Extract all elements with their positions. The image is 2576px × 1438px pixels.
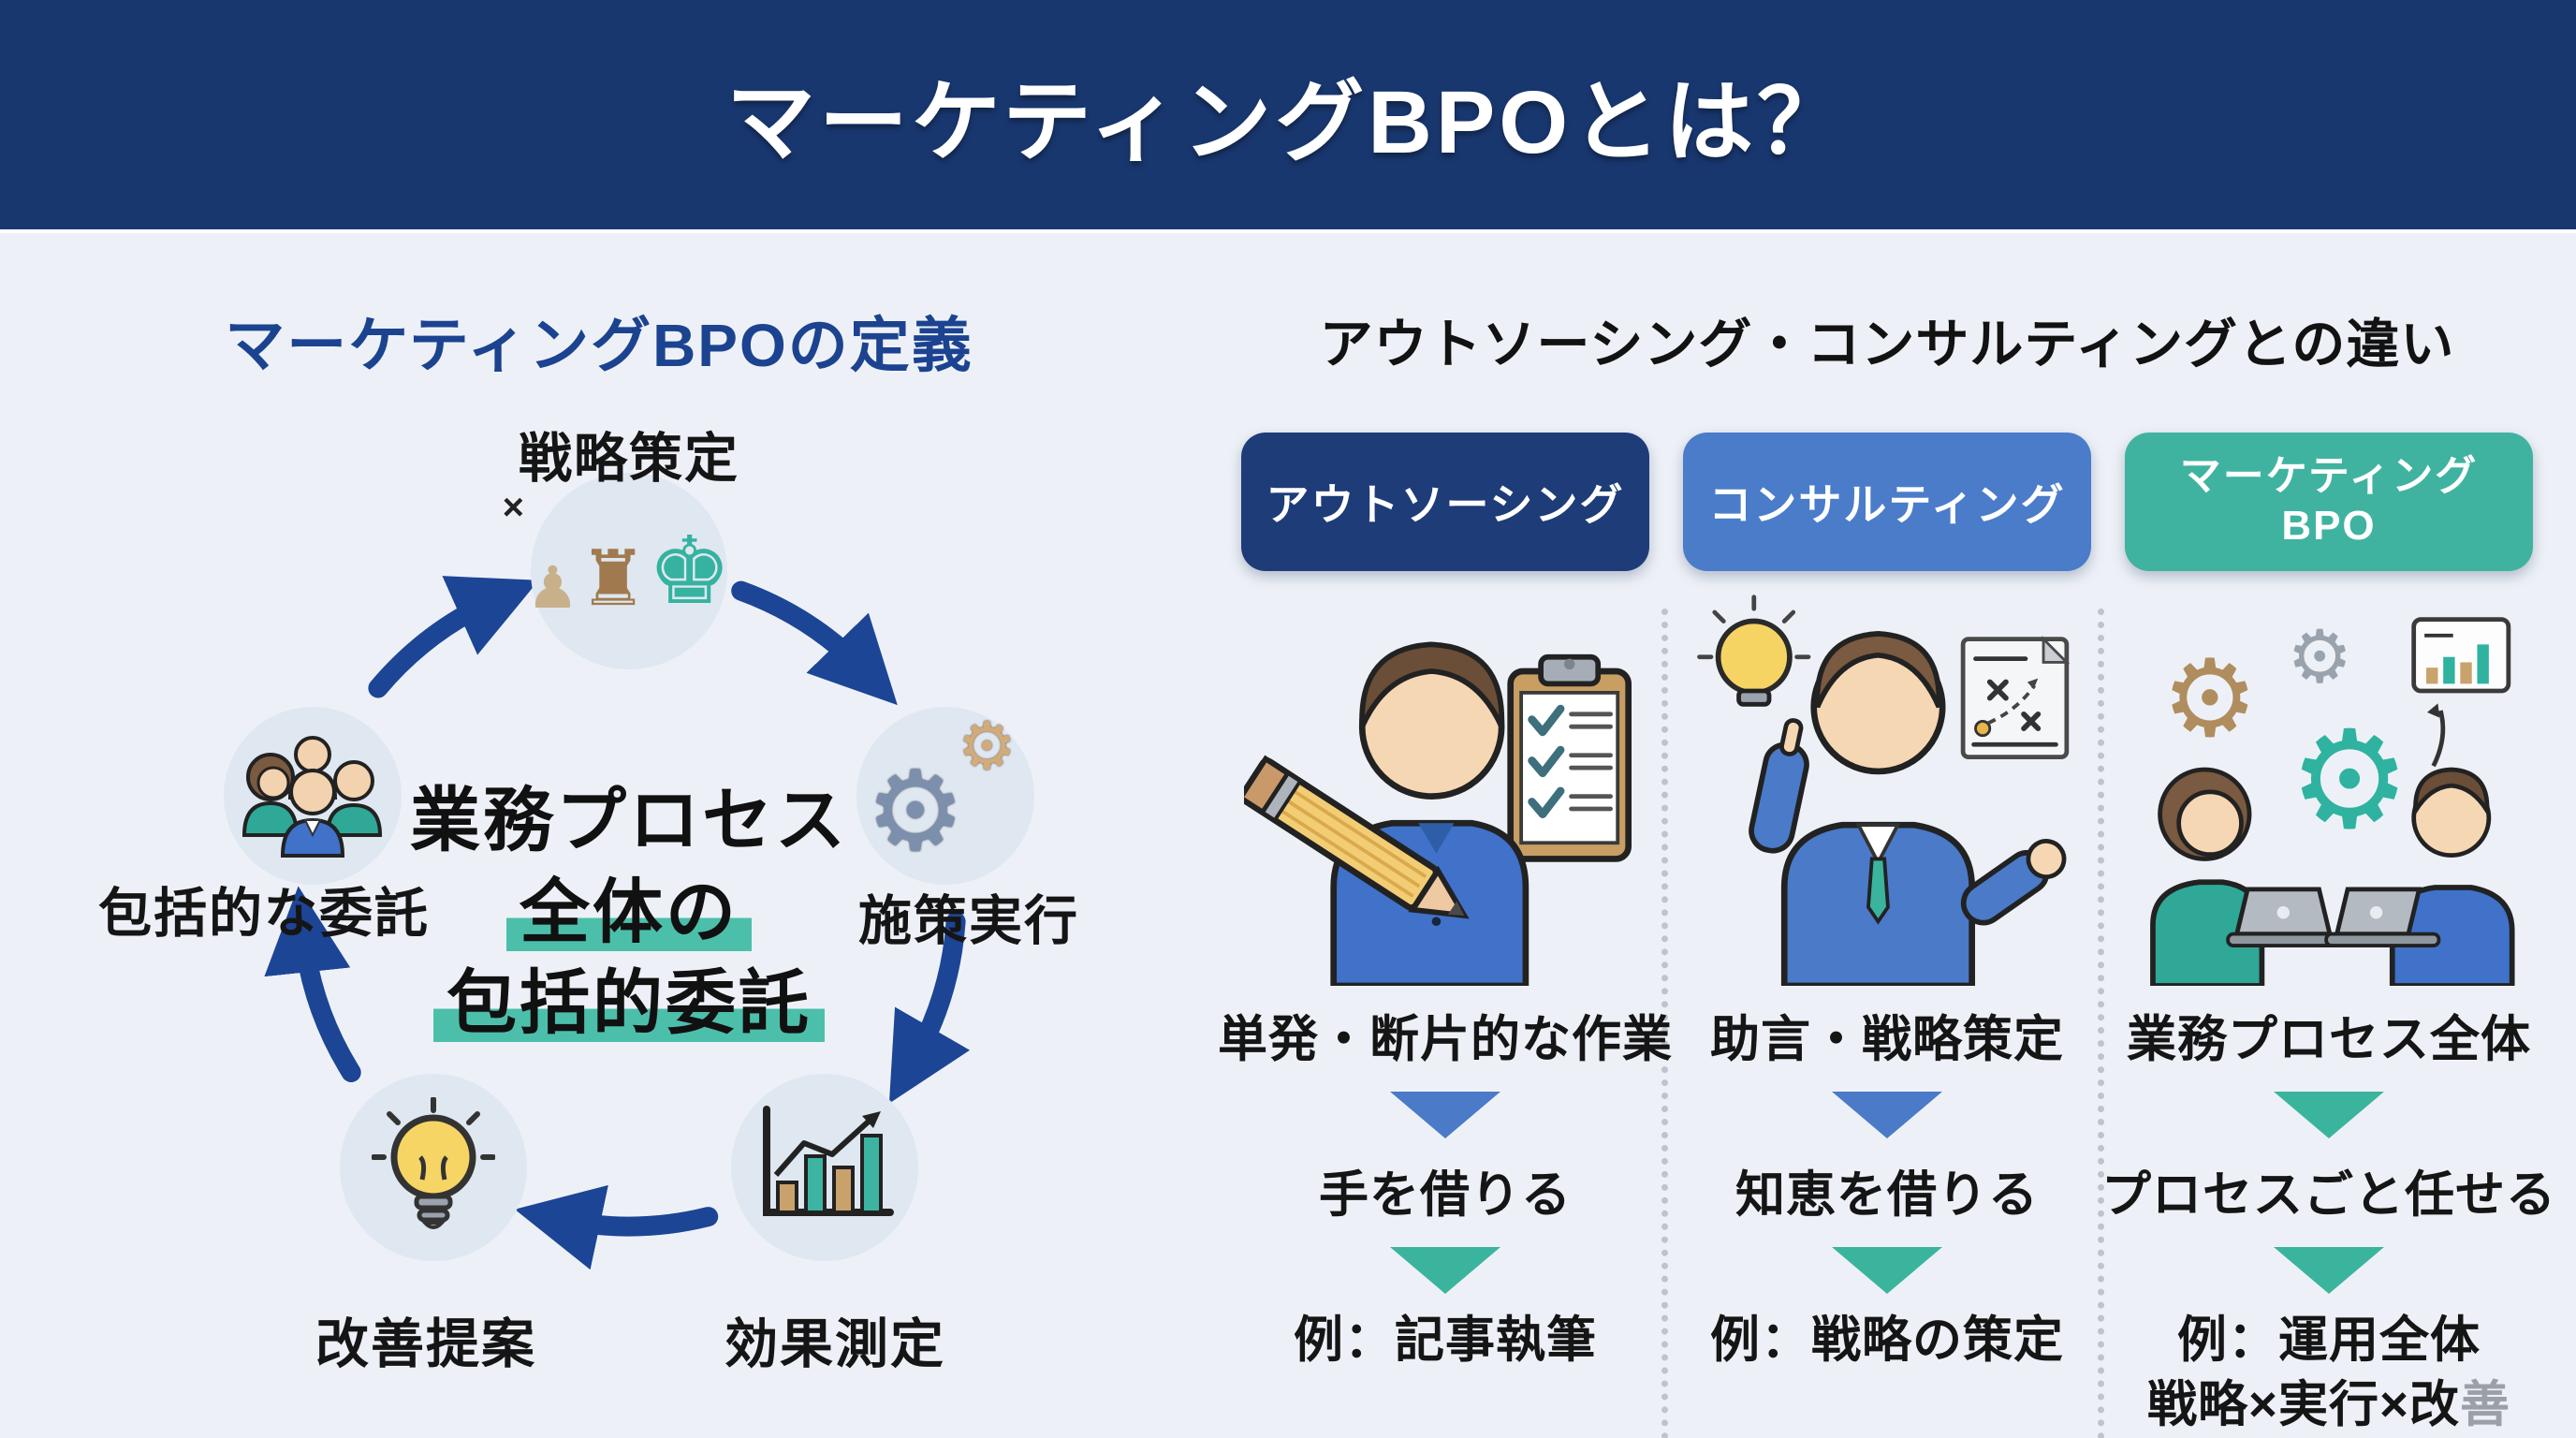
people-group-icon <box>242 736 383 858</box>
outsourcing-scope-text: 単発・断片的な作業 <box>1218 1012 1673 1067</box>
bpo-example-line-1: 例：運用全体 <box>2177 1313 2481 1368</box>
svg-text:⚙: ⚙ <box>2162 638 2259 762</box>
process-node-strategy: ×♟♜♚ <box>503 473 731 669</box>
team-gears-icon: ⚙ ⚙ ⚙ <box>2128 588 2530 990</box>
down-arrow-icon <box>1390 1092 1500 1138</box>
gears-icon: ⚙⚙ <box>866 710 1017 873</box>
center-line-3: 包括的委託 <box>301 958 957 1049</box>
bar-chart-icon <box>763 1106 894 1216</box>
column-divider-1 <box>1661 609 1668 1438</box>
cycle-arrows-icon <box>264 576 971 1270</box>
comparison-columns: アウトソーシング <box>1218 433 2555 1438</box>
bpo-example-line-2: 戦略×実行×改善 <box>2147 1376 2510 1432</box>
consulting-scope-text: 助言・戦略策定 <box>1710 1012 2064 1067</box>
node-label-improvement: 改善提案 <box>315 1314 536 1374</box>
bpo-example-text: 例：運用全体 戦略×実行×改善 <box>2147 1309 2510 1438</box>
down-arrow-icon <box>2274 1247 2384 1294</box>
outsourcing-header-pill: アウトソーシング <box>1241 433 1649 571</box>
outsourcing-example-text: 例：記事執筆 <box>1294 1313 1597 1368</box>
title-banner: マーケティングBPOとは？ <box>0 0 2576 233</box>
column-marketing-bpo: マーケティング BPO ⚙ ⚙ ⚙ <box>2101 433 2555 1438</box>
writer-clipboard-icon <box>1244 588 1647 990</box>
process-node-measurement <box>731 1074 918 1261</box>
bpo-header-pill: マーケティング BPO <box>2125 433 2533 571</box>
center-line-2: 全体の <box>301 867 957 959</box>
node-label-strategy: 戦略策定 <box>519 429 739 489</box>
down-arrow-icon <box>1832 1247 1942 1294</box>
down-arrow-icon <box>1832 1092 1942 1138</box>
column-outsourcing: アウトソーシング <box>1218 433 1672 1438</box>
page-title: マーケティングBPOとは？ <box>725 73 1851 172</box>
bpo-cycle-diagram: ×♟♜♚ ⚙⚙ <box>0 403 1217 1438</box>
bpo-scope-text: 業務プロセス全体 <box>2127 1012 2531 1067</box>
consulting-header-pill: コンサルティング <box>1683 433 2091 571</box>
down-arrow-icon <box>1390 1247 1500 1294</box>
consulting-example-text: 例：戦略の策定 <box>1710 1313 2064 1368</box>
node-label-execution: 施策実行 <box>858 891 1079 951</box>
chess-pieces-icon: ×♟♜♚ <box>502 487 732 624</box>
lightbulb-icon <box>372 1097 495 1229</box>
column-consulting: コンサルティング <box>1683 433 2091 1438</box>
comparison-heading: アウトソーシング・コンサルティングとの違い <box>1319 315 2455 374</box>
svg-text:⚙: ⚙ <box>2289 701 2410 859</box>
node-label-measurement: 効果測定 <box>724 1314 945 1374</box>
node-label-delegation: 包括的な委託 <box>98 884 430 944</box>
bpo-approach-text: プロセスごと任せる <box>2101 1167 2556 1223</box>
definition-heading: マーケティングBPOの定義 <box>225 312 973 379</box>
process-node-improvement <box>340 1074 527 1261</box>
column-divider-2 <box>2098 609 2104 1438</box>
center-line-1: 業務プロセス <box>409 781 848 859</box>
outsourcing-approach-text: 手を借りる <box>1319 1167 1572 1223</box>
svg-text:⚙: ⚙ <box>2287 614 2352 699</box>
down-arrow-icon <box>2274 1092 2384 1138</box>
process-node-delegation <box>224 707 402 885</box>
consulting-approach-text: 知恵を借りる <box>1735 1167 2039 1223</box>
consultant-strategy-icon <box>1686 588 2088 990</box>
cycle-center-text: 業務プロセス 全体の 包括的委託 <box>301 775 957 1049</box>
process-node-execution: ⚙⚙ <box>856 707 1034 885</box>
